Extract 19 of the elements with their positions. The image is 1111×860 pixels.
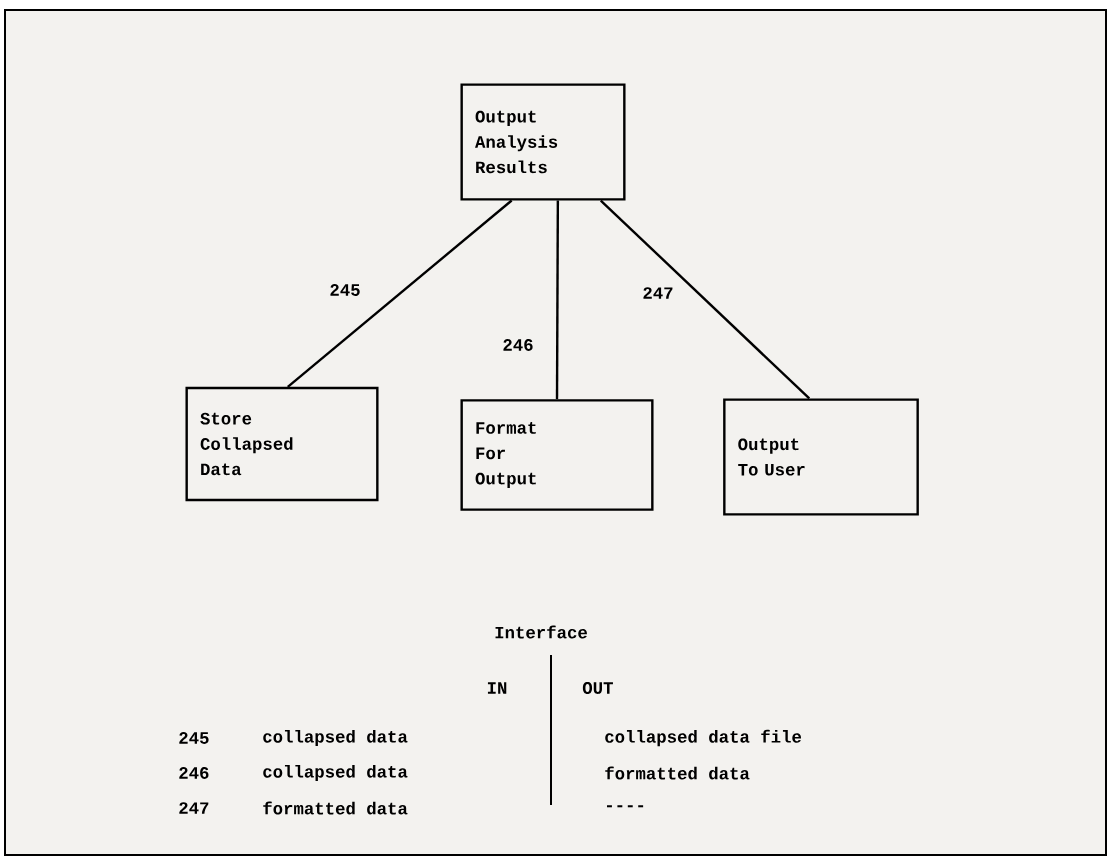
connector-line bbox=[599, 199, 811, 400]
process-box: Output Analysis Results bbox=[460, 83, 626, 201]
table-text: 245 bbox=[179, 732, 209, 744]
table-text: ---- bbox=[607, 805, 644, 808]
table-text: 246 bbox=[179, 767, 209, 779]
table-text: OUT bbox=[582, 682, 613, 694]
connector-line bbox=[287, 199, 513, 388]
table-text: IN bbox=[487, 682, 507, 694]
table-text: Interface bbox=[495, 625, 587, 639]
connector-line bbox=[555, 200, 560, 400]
process-box: Format For Output bbox=[460, 399, 654, 511]
table-text: formatted data bbox=[263, 801, 408, 815]
table-text: formatted data bbox=[605, 766, 750, 780]
table-text: 247 bbox=[179, 802, 209, 814]
table-text: collapsed data bbox=[263, 729, 408, 747]
process-box: Output To User bbox=[723, 398, 919, 516]
process-box: Store Collapsed Data bbox=[185, 386, 379, 502]
table-text: collapsed data bbox=[263, 764, 408, 782]
table-text: collapsed data file bbox=[605, 729, 801, 747]
